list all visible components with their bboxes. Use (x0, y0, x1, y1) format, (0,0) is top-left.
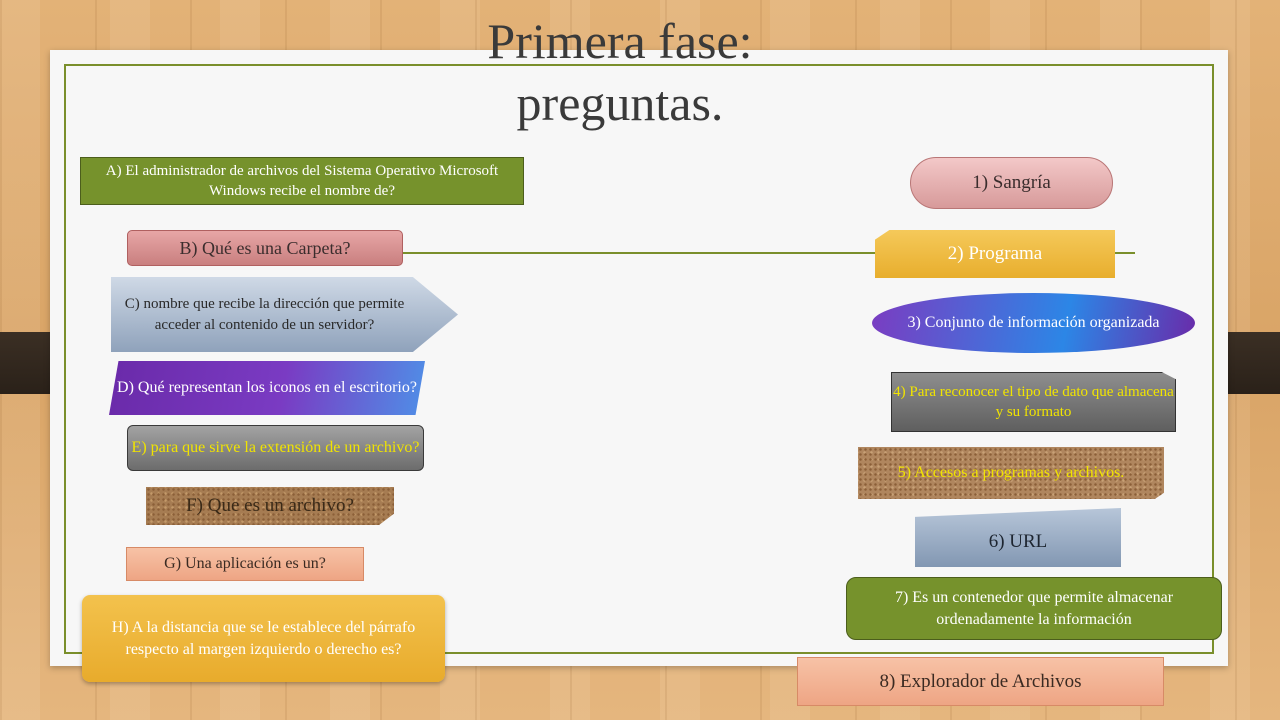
answer-3: 3) Conjunto de información organizada (872, 293, 1195, 353)
question-g: G) Una aplicación es un? (126, 547, 364, 581)
answer-8: 8) Explorador de Archivos (797, 657, 1164, 706)
question-b: B) Qué es una Carpeta? (127, 230, 403, 266)
connector-line (403, 252, 1135, 254)
question-a: A) El administrador de archivos del Sist… (80, 157, 524, 205)
question-d: D) Qué representan los iconos en el escr… (109, 361, 425, 415)
answer-6: 6) URL (915, 508, 1121, 567)
title-line-2: preguntas. (516, 75, 724, 131)
question-c: C) nombre que recibe la dirección que pe… (111, 277, 458, 352)
answer-2: 2) Programa (875, 230, 1115, 278)
question-f: F) Que es un archivo? (146, 487, 394, 525)
title-line-1: Primera fase: (487, 13, 753, 69)
answer-5: 5) Accesos a programas y archivos. (858, 447, 1164, 499)
slide-title: Primera fase: preguntas. (390, 10, 850, 134)
question-e: E) para que sirve la extensión de un arc… (127, 425, 424, 471)
answer-7: 7) Es un contenedor que permite almacena… (846, 577, 1222, 640)
answer-1: 1) Sangría (910, 157, 1113, 209)
question-h: H) A la distancia que se le establece de… (82, 595, 445, 682)
answer-4: 4) Para reconocer el tipo de dato que al… (891, 372, 1176, 432)
slide-frame (64, 64, 1214, 654)
